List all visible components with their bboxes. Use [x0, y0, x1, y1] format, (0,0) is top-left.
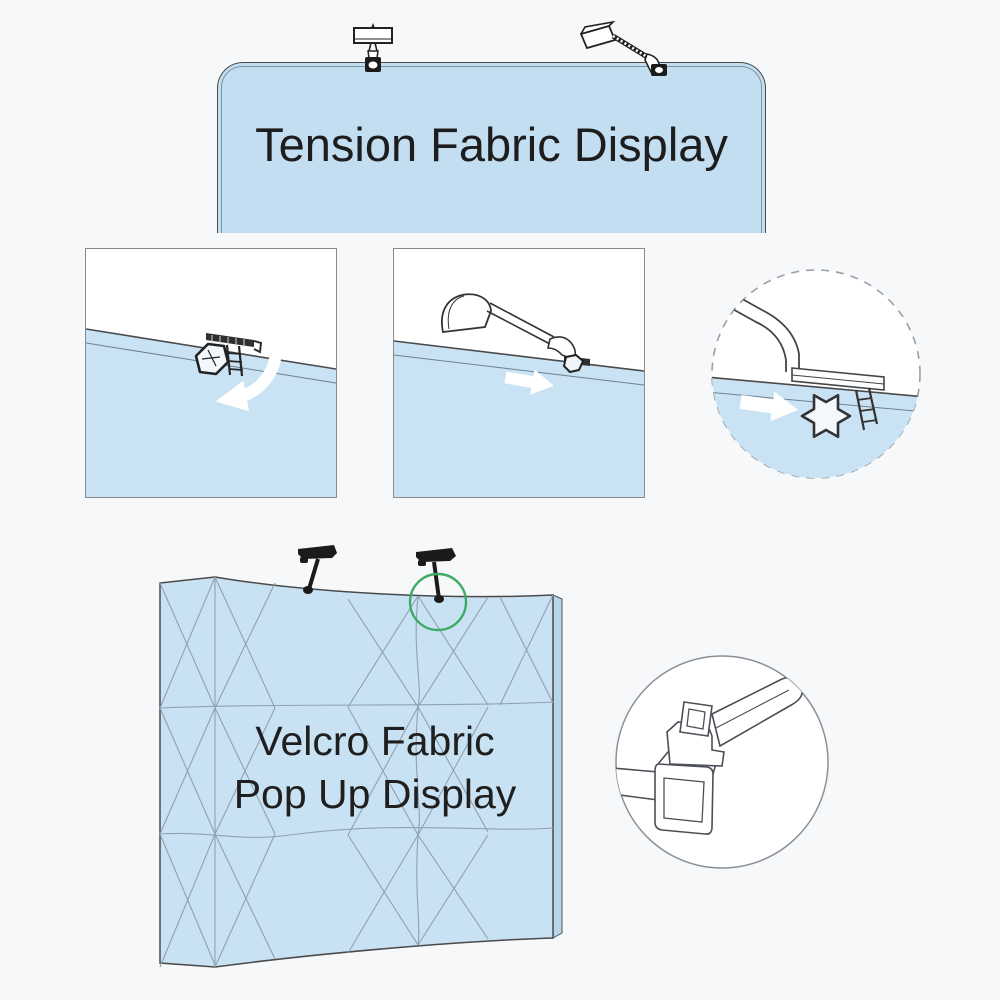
fold-lines — [159, 576, 554, 968]
push-arrow-icon — [739, 391, 799, 422]
knob-clamp-illustration — [194, 333, 263, 377]
flat-spotlight-icon — [353, 23, 393, 72]
step-panel-rotate-knob — [85, 248, 337, 498]
spotlight-illustration — [441, 293, 590, 373]
step-panel-attach-light — [393, 248, 645, 498]
banner-title: Tension Fabric Display — [255, 117, 728, 171]
push-arrow-icon — [504, 369, 555, 395]
arm-spotlight-icon — [579, 20, 667, 76]
popup-display-illustration: Velcro Fabric Pop Up Display — [159, 545, 563, 968]
step1-illustration — [86, 328, 336, 497]
clamp-zoom-dashed-circle — [711, 269, 921, 479]
popup-title-line2: Pop Up Display — [234, 771, 517, 817]
tension-fabric-banner: Tension Fabric Display — [217, 62, 766, 233]
popup-title-line1: Velcro Fabric — [255, 718, 494, 764]
clamp-zoom-solid-circle — [615, 655, 829, 869]
green-highlight-circle — [408, 572, 468, 632]
popup-lamp-right — [416, 548, 456, 603]
clamp-zoom-content — [712, 289, 920, 478]
popup-lamp-left — [298, 545, 337, 594]
star-knob-icon — [800, 393, 852, 439]
step2-illustration — [394, 293, 644, 497]
popup-clamp-detail — [616, 676, 804, 835]
rotate-arrow-icon — [215, 350, 282, 412]
